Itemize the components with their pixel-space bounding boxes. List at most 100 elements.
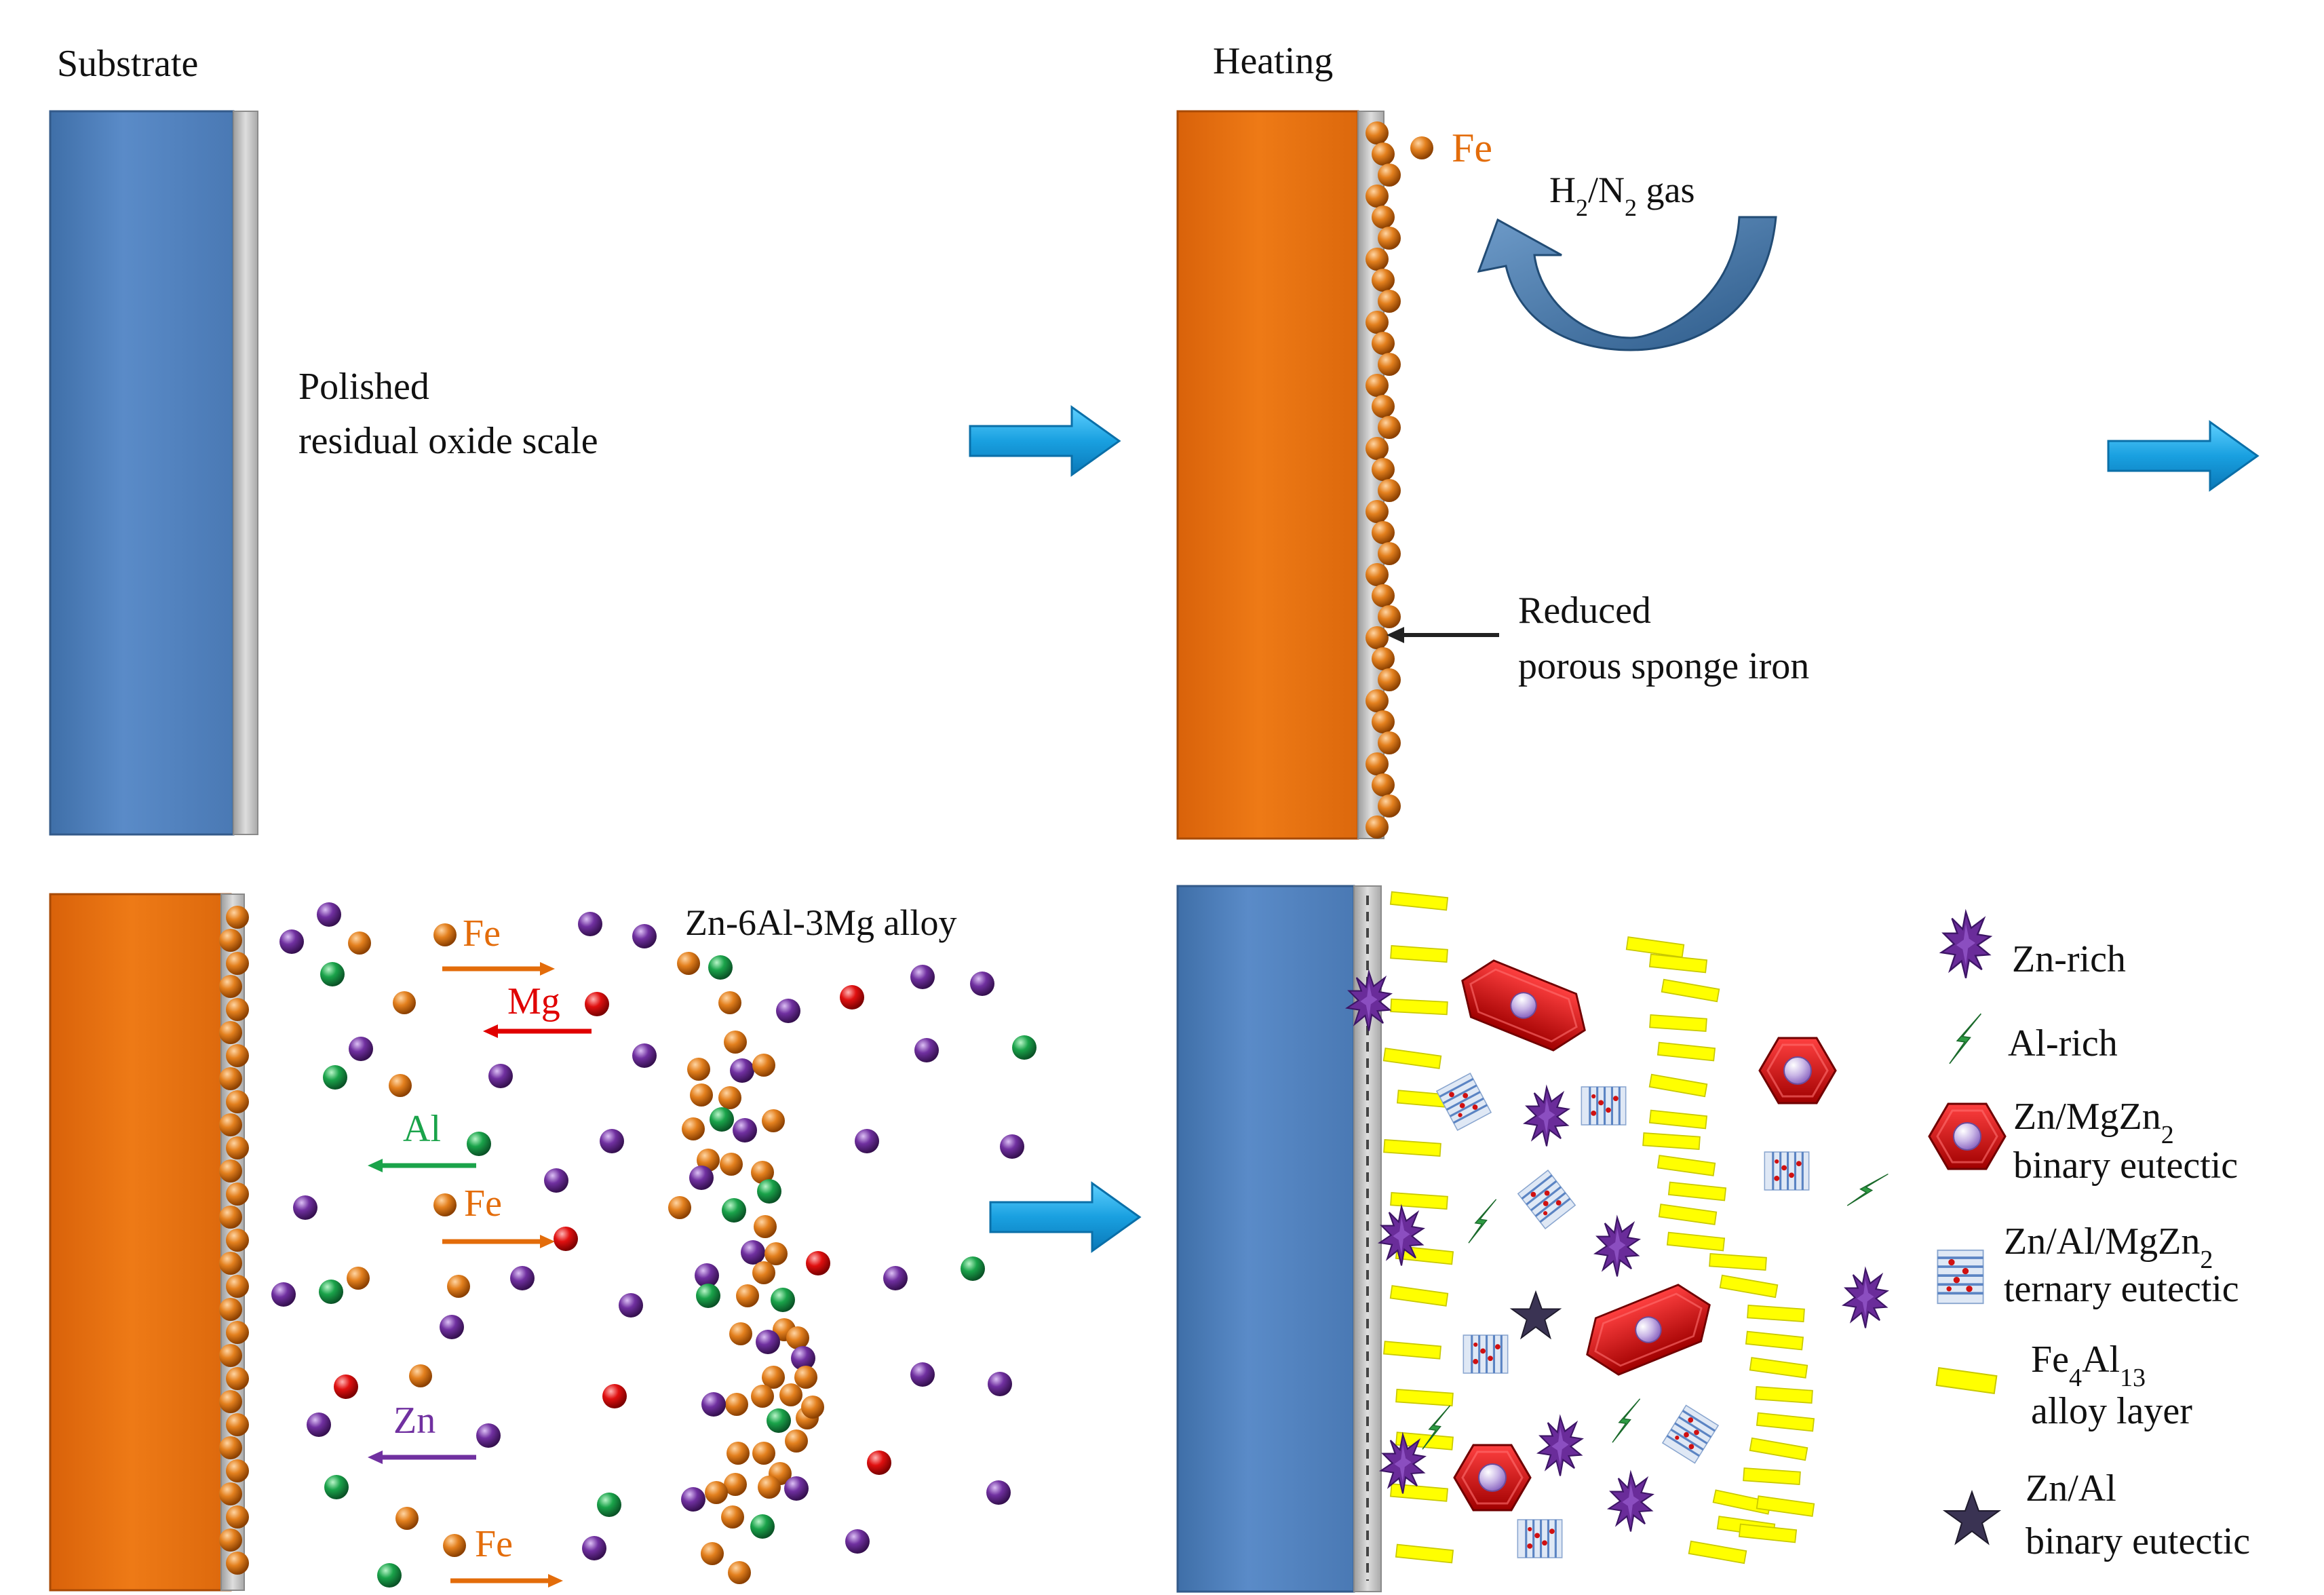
fe4al13-bar: [1390, 1483, 1448, 1502]
panel-alloy-bath: Zn-6Al-3Mg alloy Fe Mg Al Fe Zn Fe: [49, 893, 1037, 1592]
zn-particle: [730, 1058, 754, 1083]
zn-migration-particle: [476, 1423, 501, 1448]
fe-particle: [1378, 290, 1401, 313]
fe-particle: [226, 1413, 249, 1436]
zn-particle: [741, 1240, 765, 1265]
fe-particle: [1378, 416, 1401, 439]
panel-heating: Heating Fe H2/N2 gas Reduced porous spon…: [1176, 40, 1809, 840]
fe-migration-label-3: Fe: [475, 1523, 513, 1565]
zn-migration-label: Zn: [393, 1400, 435, 1442]
substrate-title: Substrate: [57, 43, 198, 85]
fe-particle: [1378, 605, 1401, 628]
ternary-eutectic: [1516, 1518, 1564, 1559]
fe4al13-bar: [1390, 1192, 1448, 1210]
fe4al13-bar: [1666, 1231, 1726, 1252]
legend-fe4al13-label-line2: alloy layer: [2031, 1390, 2192, 1432]
fe-particle: [219, 1252, 242, 1275]
fe-particle: [219, 975, 242, 998]
fe-particle: [1372, 269, 1395, 292]
zn-particle: [440, 1315, 464, 1339]
fe-particle: [219, 1344, 242, 1367]
fe4al13-bar: [1719, 1274, 1779, 1299]
fe-legend-particle: [1410, 136, 1433, 159]
zn-particle: [279, 929, 304, 954]
fe-particle: [801, 1396, 824, 1419]
fe4al13-bar: [1389, 891, 1449, 911]
al-particle: [767, 1408, 791, 1433]
fe-particle: [794, 1366, 817, 1389]
fe-particle: [724, 1031, 747, 1054]
legend-zn-rich-label: Zn-rich: [2012, 938, 2126, 980]
gas-cycle-arrow: [1477, 216, 1777, 351]
zn-particle: [910, 965, 935, 989]
fe-particle: [1366, 500, 1389, 523]
fe-migration-particle-2: [433, 1193, 457, 1216]
fe-particle: [219, 1482, 242, 1505]
zn-rich-phase: [1537, 1416, 1583, 1477]
fe-particle: [1378, 353, 1401, 376]
fe-particle: [687, 1058, 710, 1081]
legend-ternary-label-line1: Zn/Al/MgZn2: [2004, 1221, 2213, 1274]
legend-al-rich-label: Al-rich: [2008, 1022, 2118, 1064]
fe-particle: [785, 1429, 808, 1453]
zn-particle: [582, 1536, 606, 1560]
fe-particle: [395, 1507, 419, 1530]
zn-particle: [271, 1282, 296, 1307]
zn-particle: [632, 924, 657, 948]
fe4al13-bar: [1382, 1048, 1442, 1069]
substrate-label-line2: residual oxide scale: [298, 420, 598, 462]
al-particle: [377, 1563, 402, 1588]
fe-particle: [1372, 332, 1395, 355]
alloy-steel-plate: [49, 893, 232, 1592]
fe4al13-bar: [1657, 1041, 1716, 1062]
fe-particle: [786, 1326, 809, 1349]
zn-rich-phase: [1524, 1086, 1570, 1147]
zn-particle: [986, 1480, 1011, 1505]
alloy-title: Zn-6Al-3Mg alloy: [685, 902, 956, 943]
fe-particle: [1366, 121, 1389, 145]
fe-particle: [1366, 374, 1389, 397]
fe-particle: [779, 1383, 802, 1406]
legend-ternary-label-line2: ternary eutectic: [2004, 1268, 2239, 1310]
fe-particle: [1366, 248, 1389, 271]
fe-particle: [226, 998, 249, 1021]
fe-particle: [226, 1459, 249, 1482]
fe-particle: [226, 1183, 249, 1206]
fe-migration-arrowhead-1: [540, 962, 555, 976]
substrate-label-line1: Polished: [298, 366, 429, 408]
process-arrow-1: [969, 406, 1121, 476]
fe-migration-label-2: Fe: [464, 1183, 502, 1225]
al-particle: [708, 955, 733, 980]
al-rich-phase: [1846, 1164, 1889, 1216]
fe-particle: [727, 1442, 750, 1465]
heating-title: Heating: [1213, 40, 1333, 82]
fe4al13-bar: [1390, 998, 1448, 1016]
fe-particle: [1372, 142, 1395, 166]
fe-particle: [226, 1044, 249, 1067]
fe4al13-bar: [1390, 945, 1448, 963]
fe-particle: [1372, 647, 1395, 670]
al-particle: [324, 1475, 349, 1499]
fe-particle: [754, 1215, 777, 1238]
fe-particle: [226, 1367, 249, 1390]
mg-particle: [602, 1384, 627, 1408]
fe-particle: [729, 1322, 752, 1345]
al-migration-particle: [467, 1132, 491, 1156]
zn-particle: [910, 1362, 935, 1387]
mg-particle: [334, 1375, 358, 1399]
fe4al13-bar: [1395, 1389, 1454, 1406]
al-rich-phase: [1612, 1398, 1641, 1443]
fe4al13-bar: [1749, 1437, 1808, 1461]
fe-particle: [725, 1393, 748, 1416]
zn-particle: [632, 1043, 657, 1068]
zn-particle: [681, 1487, 705, 1512]
fe4al13-bar: [1642, 1132, 1701, 1150]
fe4al13-bar: [1688, 1540, 1747, 1564]
ternary-eutectic: [1661, 1404, 1720, 1465]
legend-fe4al13-label-line1: Fe4Al13: [2031, 1339, 2146, 1392]
mg-migration-label: Mg: [507, 980, 560, 1022]
fe-particle: [219, 929, 242, 952]
al-particle: [722, 1198, 746, 1223]
mg-particle: [840, 985, 864, 1010]
